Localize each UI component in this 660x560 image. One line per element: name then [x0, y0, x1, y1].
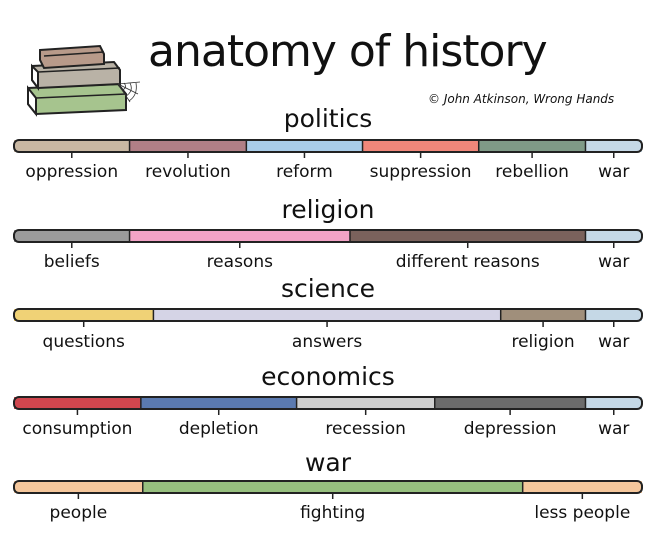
segment-science-1 [153, 309, 501, 321]
segment-war-0 [14, 481, 143, 493]
segment-science-0 [14, 309, 154, 321]
segment-label: questions [42, 332, 125, 352]
segment-label: people [49, 503, 108, 523]
segment-label: depletion [178, 419, 259, 439]
segment-label: consumption [22, 419, 133, 439]
section-heading-religion: religion [281, 195, 375, 224]
segment-science-3 [585, 309, 642, 321]
timeline-bar-outline [13, 139, 643, 153]
page-title: anatomy of history [148, 26, 548, 77]
segment-politics-2 [246, 140, 363, 152]
timeline-bar-politics [13, 139, 643, 153]
segment-economics-4 [585, 397, 642, 409]
segment-label: religion [511, 332, 575, 352]
segment-label: war [598, 419, 630, 439]
segment-religion-2 [349, 230, 586, 242]
segment-science-2 [500, 309, 586, 321]
segment-label: answers [291, 332, 363, 352]
segment-war-1 [142, 481, 523, 493]
segment-label: suppression [369, 162, 472, 182]
segment-label: war [598, 162, 630, 182]
segment-label: fighting [300, 503, 366, 523]
segment-label: depression [463, 419, 557, 439]
segment-label: beliefs [43, 252, 100, 272]
segment-label: oppression [25, 162, 119, 182]
timeline-bar-outline [13, 229, 643, 243]
segment-politics-3 [362, 140, 479, 152]
section-heading-science: science [280, 274, 376, 303]
segment-label: reasons [206, 252, 273, 272]
timeline-bar-war [13, 480, 643, 494]
credit-line: © John Atkinson, Wrong Hands [428, 92, 615, 106]
segment-label: recession [325, 419, 406, 439]
segment-politics-1 [129, 140, 247, 152]
segment-religion-3 [585, 230, 642, 242]
segment-label: revolution [145, 162, 231, 182]
segment-label: reform [276, 162, 333, 182]
timeline-bar-economics [13, 396, 643, 410]
segment-religion-1 [129, 230, 350, 242]
segment-politics-0 [14, 140, 130, 152]
section-heading-economics: economics [261, 362, 395, 391]
timeline-bar-outline [13, 480, 643, 494]
stacked-books-icon [27, 44, 141, 117]
segment-label: less people [534, 503, 631, 523]
segment-religion-0 [14, 230, 130, 242]
segment-politics-4 [478, 140, 586, 152]
segment-label: rebellion [495, 162, 569, 182]
segment-economics-0 [14, 397, 141, 409]
section-heading-politics: politics [283, 104, 373, 133]
segment-label: different reasons [395, 252, 540, 272]
segment-label: war [598, 332, 630, 352]
timeline-bar-science [13, 308, 643, 322]
segment-economics-1 [140, 397, 297, 409]
segment-war-2 [522, 481, 642, 493]
segment-economics-2 [296, 397, 435, 409]
section-heading-war: war [304, 448, 352, 477]
timeline-bar-outline [13, 308, 643, 322]
segment-economics-3 [434, 397, 586, 409]
timeline-bar-religion [13, 229, 643, 243]
segment-label: war [598, 252, 630, 272]
segment-politics-5 [585, 140, 642, 152]
timeline-bar-outline [13, 396, 643, 410]
